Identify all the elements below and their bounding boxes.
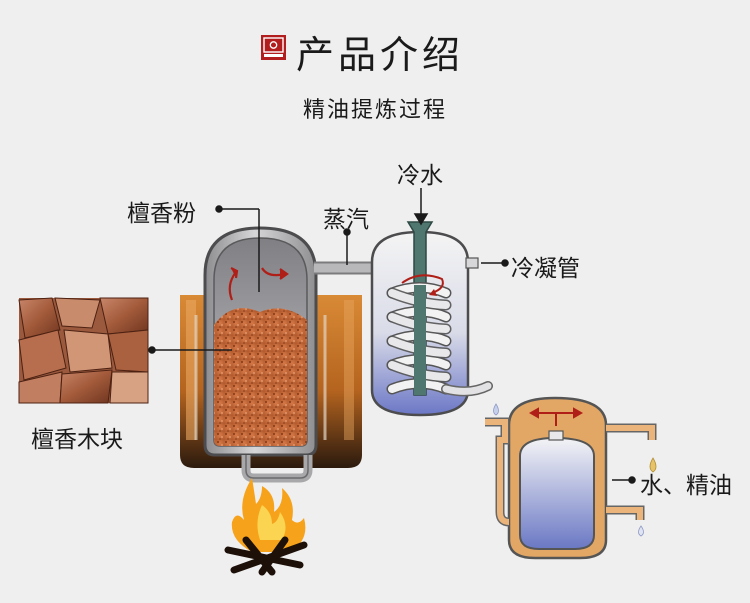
brand-seal-icon xyxy=(261,35,286,60)
label-water-and-oil: 水、精油 xyxy=(640,473,732,499)
page-title: 产品介绍 xyxy=(296,33,465,77)
condenser xyxy=(370,221,493,417)
steam-vessel xyxy=(194,226,327,483)
steam-arrows xyxy=(228,267,289,301)
separator-vessel xyxy=(485,396,657,560)
sandalwood-chips-image xyxy=(18,297,149,404)
label-sandalwood-chips: 檀香木块 xyxy=(31,427,123,453)
label-cold-water: 冷水 xyxy=(397,163,443,189)
page-subtitle: 精油提炼过程 xyxy=(302,98,447,123)
leader-lines xyxy=(148,188,636,484)
water-drop-icon xyxy=(493,403,499,416)
fire-icon xyxy=(224,478,308,576)
label-sandalwood-powder: 檀香粉 xyxy=(127,201,196,227)
label-steam: 蒸汽 xyxy=(323,207,369,233)
oil-drop-icon xyxy=(649,457,657,473)
water-drop-icon xyxy=(638,525,644,537)
sandalwood-powder-fill xyxy=(214,308,307,446)
label-condenser: 冷凝管 xyxy=(511,256,580,282)
